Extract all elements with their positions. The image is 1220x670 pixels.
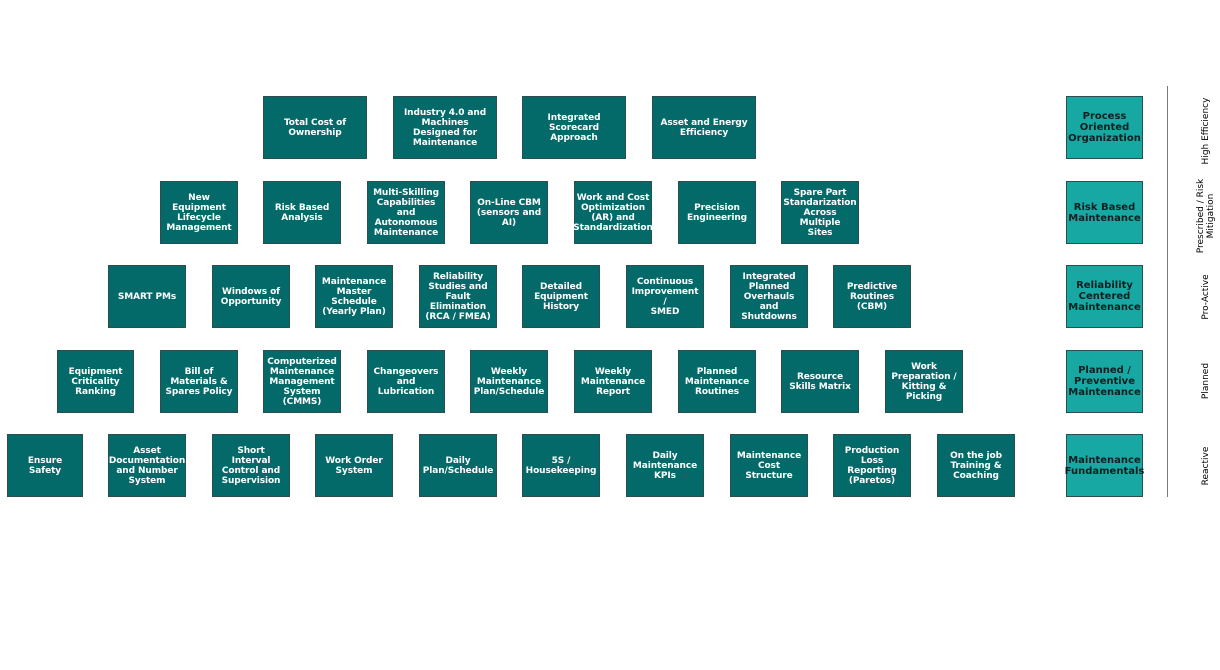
- block-precision-engineering: Precision Engineering: [678, 181, 756, 244]
- block-bill-of-materials: Bill of Materials & Spares Policy: [160, 350, 238, 413]
- level-reliability-centered-maintenance: Reliability Centered Maintenance: [1066, 265, 1143, 328]
- block-predictive-routines: Predictive Routines (CBM): [833, 265, 911, 328]
- block-work-order-system: Work Order System: [315, 434, 393, 497]
- side-label-text: Planned: [1201, 362, 1211, 400]
- block-spare-part-standarization: Spare Part Standarization Across Multipl…: [781, 181, 859, 244]
- block-planned-maintenance-routines: Planned Maintenance Routines: [678, 350, 756, 413]
- block-asset-documentation: Asset Documentation and Number System: [108, 434, 186, 497]
- block-integrated-scorecard: Integrated Scorecard Approach: [522, 96, 626, 159]
- side-label-text: Pro-Active: [1201, 274, 1211, 320]
- side-label-text: Reactive: [1201, 446, 1211, 486]
- block-risk-based-analysis: Risk Based Analysis: [263, 181, 341, 244]
- block-maintenance-master-schedule: Maintenance Master Schedule (Yearly Plan…: [315, 265, 393, 328]
- block-equipment-criticality: Equipment Criticality Ranking: [57, 350, 134, 413]
- block-weekly-plan-schedule: Weekly Maintenance Plan/Schedule: [470, 350, 548, 413]
- block-online-cbm: On-Line CBM (sensors and AI): [470, 181, 548, 244]
- level-planned-preventive-maintenance: Planned / Preventive Maintenance: [1066, 350, 1143, 413]
- block-changeovers-lubrication: Changeovers and Lubrication: [367, 350, 445, 413]
- block-resource-skills-matrix: Resource Skills Matrix: [781, 350, 859, 413]
- block-5s-housekeeping: 5S / Housekeeping: [522, 434, 600, 497]
- block-work-preparation: Work Preparation / Kitting & Picking: [885, 350, 963, 413]
- block-daily-maintenance-kpis: Daily Maintenance KPIs: [626, 434, 704, 497]
- block-reliability-studies: Reliability Studies and Fault Eliminatio…: [419, 265, 497, 328]
- block-continuous-improvement: Continuous Improvement / SMED: [626, 265, 704, 328]
- level-maintenance-fundamentals: Maintenance Fundamentals: [1065, 434, 1144, 497]
- block-asset-energy-efficiency: Asset and Energy Efficiency: [652, 96, 756, 159]
- block-ensure-safety: Ensure Safety: [7, 434, 83, 497]
- block-daily-plan-schedule: Daily Plan/Schedule: [419, 434, 497, 497]
- divider-line: [1167, 86, 1168, 497]
- block-detailed-equipment-history: Detailed Equipment History: [522, 265, 600, 328]
- side-label-text: Prescribed / Risk Mitigation: [1196, 178, 1216, 254]
- block-production-loss-reporting: Production Loss Reporting (Paretos): [833, 434, 911, 497]
- block-industry-4-0: Industry 4.0 and Machines Designed for M…: [393, 96, 497, 159]
- block-total-cost-of-ownership: Total Cost of Ownership: [263, 96, 367, 159]
- block-multi-skilling: Multi-Skilling Capabilities and Autonomo…: [367, 181, 445, 244]
- block-weekly-maintenance-report: Weekly Maintenance Report: [574, 350, 652, 413]
- block-smart-pms: SMART PMs: [108, 265, 186, 328]
- block-on-the-job-training: On the job Training & Coaching: [937, 434, 1015, 497]
- side-label-text: High Efficiency: [1201, 97, 1211, 165]
- block-work-cost-optimization: Work and Cost Optimization (AR) and Stan…: [573, 181, 653, 244]
- block-integrated-planned-overhauls: Integrated Planned Overhauls and Shutdow…: [730, 265, 808, 328]
- block-windows-of-opportunity: Windows of Opportunity: [212, 265, 290, 328]
- level-risk-based-maintenance: Risk Based Maintenance: [1066, 181, 1143, 244]
- level-process-oriented-organization: Process Oriented Organization: [1066, 96, 1143, 159]
- block-short-interval-control: Short Interval Control and Supervision: [212, 434, 290, 497]
- block-cmms: Computerized Maintenance Management Syst…: [263, 350, 341, 413]
- block-new-equipment-lifecycle: New Equipment Lifecycle Management: [160, 181, 238, 244]
- block-maintenance-cost-structure: Maintenance Cost Structure: [730, 434, 808, 497]
